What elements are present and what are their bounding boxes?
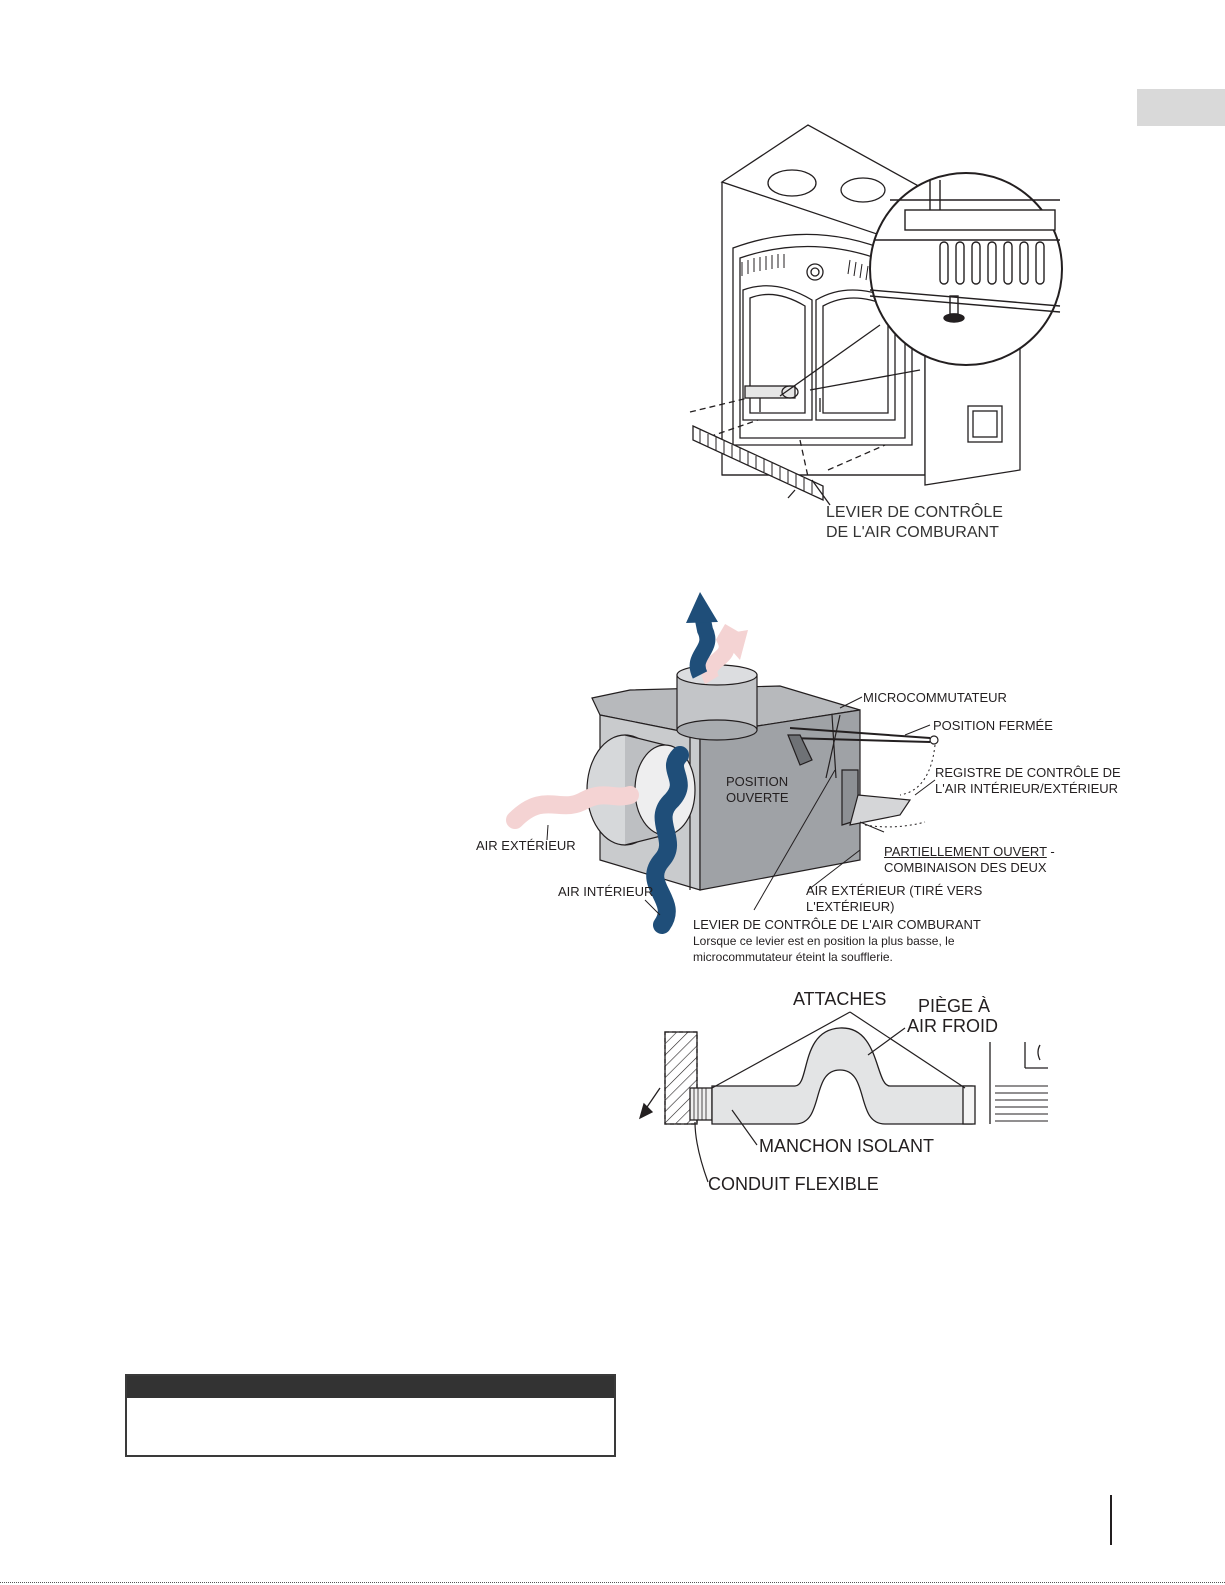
combustion-lever-callout-line1: LEVIER DE CONTRÔLE bbox=[826, 504, 1003, 521]
insulation-sleeve-label: MANCHON ISOLANT bbox=[759, 1136, 935, 1156]
outside-air-label: AIR EXTÉRIEUR bbox=[476, 838, 576, 853]
combustion-lever-note-line2: microcommutateur éteint la soufflerie. bbox=[693, 950, 893, 964]
combination-label: COMBINAISON DES DEUX bbox=[884, 860, 1047, 875]
footer-divider bbox=[1110, 1495, 1112, 1545]
warning-box-header bbox=[127, 1376, 614, 1398]
cold-air-trap-line1: PIÈGE À bbox=[918, 996, 991, 1016]
microswitch-label: MICROCOMMUTATEUR bbox=[863, 690, 1007, 705]
flexible-duct-label: CONDUIT FLEXIBLE bbox=[708, 1174, 879, 1194]
register-label-line2: L'AIR INTÉRIEUR/EXTÉRIEUR bbox=[935, 781, 1119, 796]
fasteners-label: ATTACHES bbox=[793, 989, 887, 1009]
combustion-lever-title: LEVIER DE CONTRÔLE DE L'AIR COMBURANT bbox=[693, 917, 981, 932]
inside-air-label: AIR INTÉRIEUR bbox=[558, 884, 654, 899]
partial-open-dash: - bbox=[1046, 844, 1055, 859]
closed-position-label: POSITION FERMÉE bbox=[933, 718, 1053, 733]
combustion-lever-note-line1: Lorsque ce levier est en position la plu… bbox=[693, 934, 955, 948]
partial-open-label: PARTIELLEMENT OUVERT - bbox=[884, 844, 1055, 860]
partial-open-text: PARTIELLEMENT OUVERT bbox=[884, 844, 1047, 859]
combustion-lever-callout-line2: DE L'AIR COMBURANT bbox=[826, 524, 999, 541]
page-trim-line bbox=[0, 1582, 1225, 1583]
outside-air-drawn-line2: L'EXTÉRIEUR) bbox=[806, 899, 895, 914]
open-position-line1: POSITION bbox=[726, 774, 789, 789]
warning-box bbox=[125, 1374, 616, 1457]
cold-air-trap-line2: AIR FROID bbox=[907, 1016, 999, 1036]
register-label-line1: REGISTRE DE CONTRÔLE DE bbox=[935, 765, 1121, 780]
section-tab bbox=[1137, 89, 1225, 126]
open-position-line2: OUVERTE bbox=[726, 790, 789, 805]
outside-air-drawn-line1: AIR EXTÉRIEUR (TIRÉ VERS bbox=[806, 883, 983, 898]
